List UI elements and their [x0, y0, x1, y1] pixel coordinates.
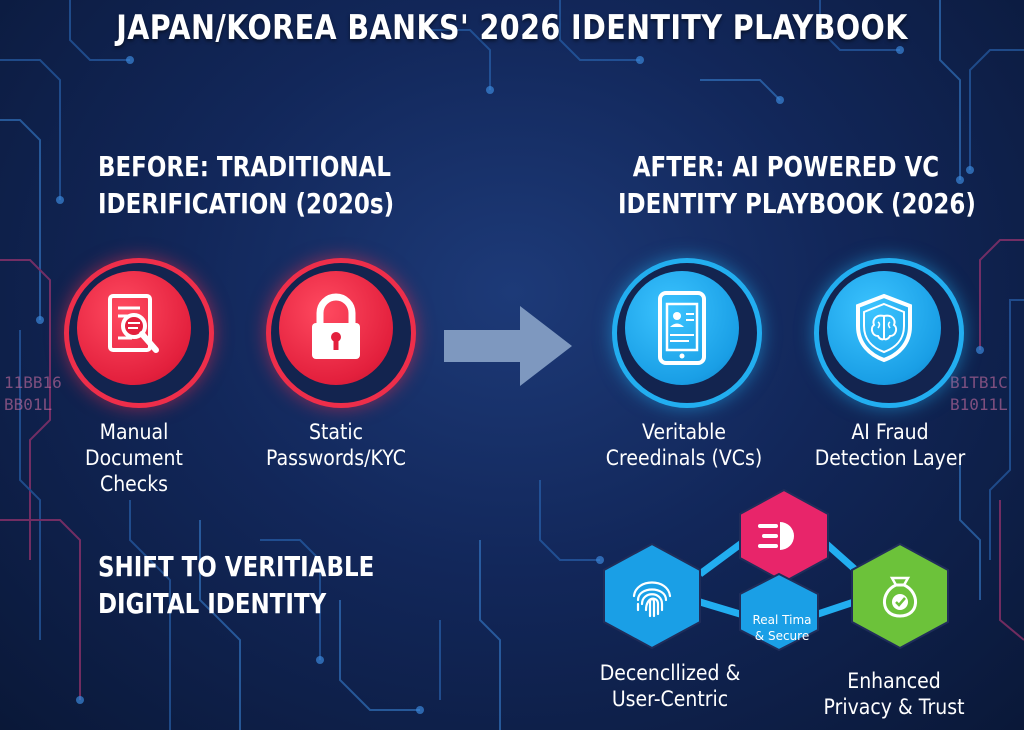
node-inner — [625, 271, 739, 385]
enhanced-privacy-label: Enhanced Privacy & Trust — [815, 668, 973, 720]
label-line: User-Centric — [611, 687, 729, 711]
binary-right-line: B1011L — [950, 395, 1008, 414]
label-line: Manual — [99, 420, 169, 444]
label-line: Static — [308, 420, 364, 444]
binary-left-line: BB01L — [4, 395, 53, 414]
transition-arrow-icon — [444, 306, 572, 386]
manual-document-checks-node — [64, 258, 214, 408]
realtime-secure-hexagon — [739, 572, 819, 652]
document-magnifier-icon — [108, 294, 159, 353]
label-line: Enhanced — [847, 669, 941, 693]
after-heading-line: IDENTITY PLAYBOOK (2026) — [618, 187, 976, 220]
decentralized-label: Decencllized & User-Centric — [589, 660, 751, 712]
before-heading-line: IDERIFICATION (2020s) — [98, 187, 395, 220]
label-line: AI Fraud — [851, 420, 929, 444]
node-inner — [279, 271, 393, 385]
verifiable-credentials-label: Veritable Creedinals (VCs) — [603, 419, 765, 471]
hex-text-line: & Secure — [754, 629, 810, 643]
binary-left: 11BB16 BB01L — [4, 372, 62, 416]
node-inner — [827, 271, 941, 385]
static-passwords-node — [266, 258, 416, 408]
shield-brain-icon — [856, 293, 912, 363]
label-line: Checks — [99, 472, 168, 496]
realtime-secure-text: Real Tima & Secure — [739, 612, 825, 644]
shift-heading-line: DIGITAL IDENTITY — [98, 587, 327, 620]
label-line: Detection Layer — [814, 446, 966, 470]
node-inner — [77, 271, 191, 385]
hexagon-network — [603, 488, 949, 652]
after-heading-line: AFTER: AI POWERED VC — [632, 150, 940, 183]
before-heading-line: BEFORE: TRADITIONAL — [98, 150, 391, 183]
label-line: Document — [85, 446, 183, 470]
page-title: JAPAN/KOREA BANKS' 2026 IDENTITY PLAYBOO… — [116, 8, 908, 48]
before-heading: BEFORE: TRADITIONAL IDERIFICATION (2020s… — [98, 148, 394, 222]
padlock-icon — [312, 293, 360, 359]
manual-document-checks-label: Manual Document Checks — [71, 419, 197, 497]
ai-fraud-detection-label: AI Fraud Detection Layer — [809, 419, 971, 471]
hex-text-line: Real Tima — [752, 613, 812, 627]
verifiable-credentials-node — [612, 258, 762, 408]
binary-left-line: 11BB16 — [4, 373, 62, 392]
fingerprint-hexagon — [603, 542, 701, 650]
label-line: Veritable — [642, 420, 726, 444]
ai-fraud-detection-node — [814, 258, 964, 408]
mobile-id-card-icon — [658, 291, 706, 365]
shift-heading-line: SHIFT TO VERITIABLE — [98, 550, 375, 583]
label-line: Creedinals (VCs) — [605, 446, 763, 470]
binary-right-line: B1TB1C — [950, 373, 1008, 392]
money-bag-check-icon — [883, 576, 917, 618]
static-passwords-label: Static Passwords/KYC — [264, 419, 408, 471]
label-line: Passwords/KYC — [266, 446, 406, 470]
label-line: Decencllized & — [599, 661, 741, 685]
binary-right: B1TB1C B1011L — [950, 372, 1008, 416]
shift-heading: SHIFT TO VERITIABLE DIGITAL IDENTITY — [98, 548, 374, 622]
after-heading: AFTER: AI POWERED VC IDENTITY PLAYBOOK (… — [618, 148, 976, 222]
fingerprint-icon — [632, 581, 672, 618]
fast-forward-motion-icon — [758, 522, 794, 550]
label-line: Privacy & Trust — [823, 695, 965, 719]
